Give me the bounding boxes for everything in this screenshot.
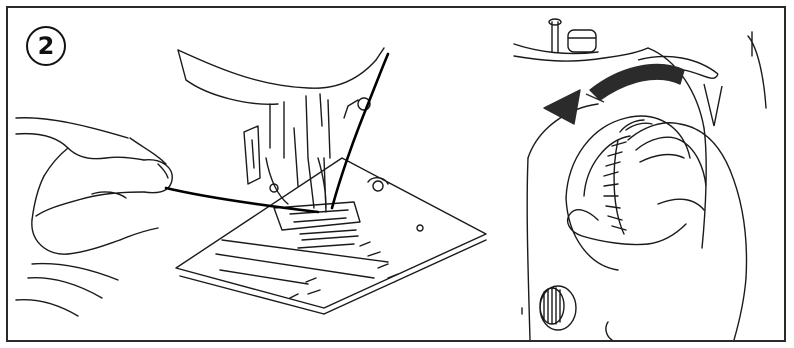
step-number-badge: 2 [26, 26, 66, 66]
illustration-frame: 2 [6, 6, 786, 342]
threading-illustration: 2 [8, 8, 498, 340]
handwheel-illustration [508, 8, 784, 340]
handwheel-turning-icon [513, 18, 767, 340]
panel-divider [504, 8, 506, 340]
sewing-machine-presser-foot-icon [15, 47, 487, 317]
step-number: 2 [37, 32, 55, 60]
